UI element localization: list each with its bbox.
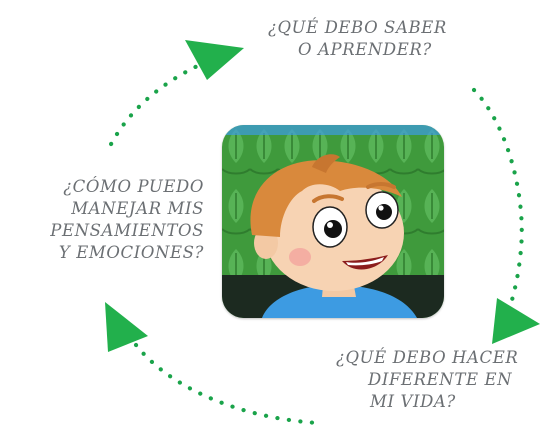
question-left-line-3: PENSAMIENTOS <box>50 221 204 240</box>
arrow-head-left <box>105 302 148 352</box>
question-bottom-line-2: DIFERENTE EN <box>368 370 513 389</box>
question-bottom-line-1: ¿QUÉ DEBO HACER <box>336 348 519 367</box>
dotted-arc-left-upper <box>105 59 209 153</box>
question-bottom: ¿QUÉ DEBO HACER DIFERENTE EN MI VIDA? <box>336 347 546 413</box>
question-bottom-line-3: MI VIDA? <box>370 392 456 411</box>
question-left-line-4: Y EMOCIONES? <box>58 243 204 262</box>
dotted-arc-left-lower <box>133 342 321 426</box>
question-left-line-1: ¿CÓMO PUEDO <box>63 177 204 196</box>
question-top-line-1: ¿QUÉ DEBO SABER <box>268 18 447 37</box>
boy-illustration <box>222 125 444 318</box>
question-top: ¿QUÉ DEBO SABER O APRENDER? <box>268 17 508 61</box>
question-top-line-2: O APRENDER? <box>298 40 432 59</box>
arrow-head-right <box>492 298 540 344</box>
question-left: ¿CÓMO PUEDO MANEJAR MIS PENSAMIENTOS Y E… <box>4 176 204 264</box>
question-left-line-2: MANEJAR MIS <box>71 199 204 218</box>
dotted-arc-right <box>471 87 524 303</box>
arrow-head-top <box>185 40 244 80</box>
